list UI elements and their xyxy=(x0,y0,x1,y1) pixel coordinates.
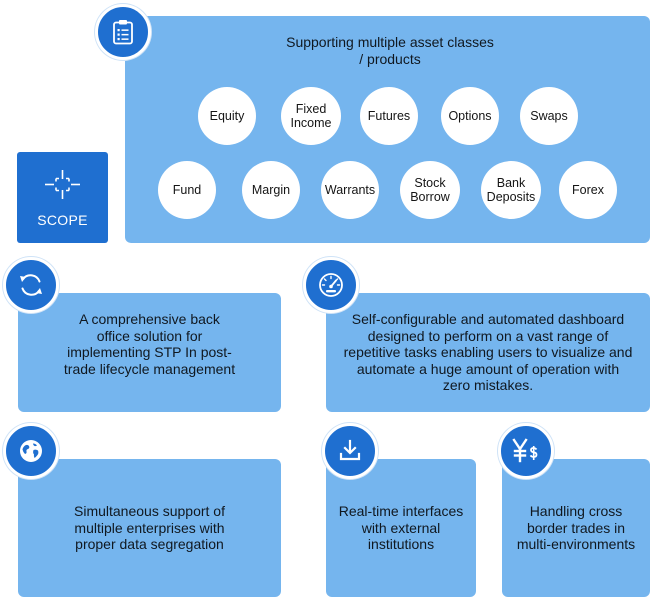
asset-fixed-income: Fixed Income xyxy=(281,87,341,145)
enterprises-card xyxy=(18,459,281,597)
asset-fund: Fund xyxy=(158,161,216,219)
interfaces-text: Real-time interfaces with external insti… xyxy=(338,503,464,552)
clipboard-icon xyxy=(113,20,133,45)
cross-border-icon-badge xyxy=(498,423,554,479)
asset-stock-borrow: Stock Borrow xyxy=(400,161,460,219)
asset-futures: Futures xyxy=(360,87,418,145)
asset-bank-deposits: Bank Deposits xyxy=(481,161,541,219)
asset-margin: Margin xyxy=(242,161,300,219)
interfaces-card xyxy=(326,459,476,597)
cross-border-card xyxy=(502,459,650,597)
dashboard-card xyxy=(326,293,650,412)
asset-equity: Equity xyxy=(198,87,256,145)
speedometer-icon xyxy=(319,273,343,297)
asset-options: Options xyxy=(441,87,499,145)
enterprises-text: Simultaneous support of multiple enterpr… xyxy=(74,503,225,552)
dashboard-icon-badge xyxy=(303,257,359,313)
scope-box: SCOPE xyxy=(17,152,108,243)
back-office-card xyxy=(18,293,281,412)
download-icon xyxy=(339,439,361,461)
back-office-text: A comprehensive back office solution for… xyxy=(63,311,236,377)
asset-panel-title: Supporting multiple asset classes / prod… xyxy=(286,34,494,67)
dashboard-text: Self-configurable and automated dashboar… xyxy=(343,311,633,393)
back-office-icon-badge xyxy=(3,257,59,313)
globe-icon xyxy=(20,440,42,462)
asset-forex: Forex xyxy=(559,161,617,219)
cross-border-text: Handling cross border trades in multi-en… xyxy=(516,503,636,552)
asset-swaps: Swaps xyxy=(520,87,578,145)
asset-panel-icon-badge xyxy=(95,4,151,60)
enterprises-icon-badge xyxy=(3,423,59,479)
crosshair-icon xyxy=(45,170,80,199)
scope-label: SCOPE xyxy=(37,212,88,228)
yen-dollar-icon xyxy=(512,438,538,463)
interfaces-icon-badge xyxy=(322,423,378,479)
refresh-cycle-icon xyxy=(20,274,42,296)
asset-warrants: Warrants xyxy=(321,161,379,219)
